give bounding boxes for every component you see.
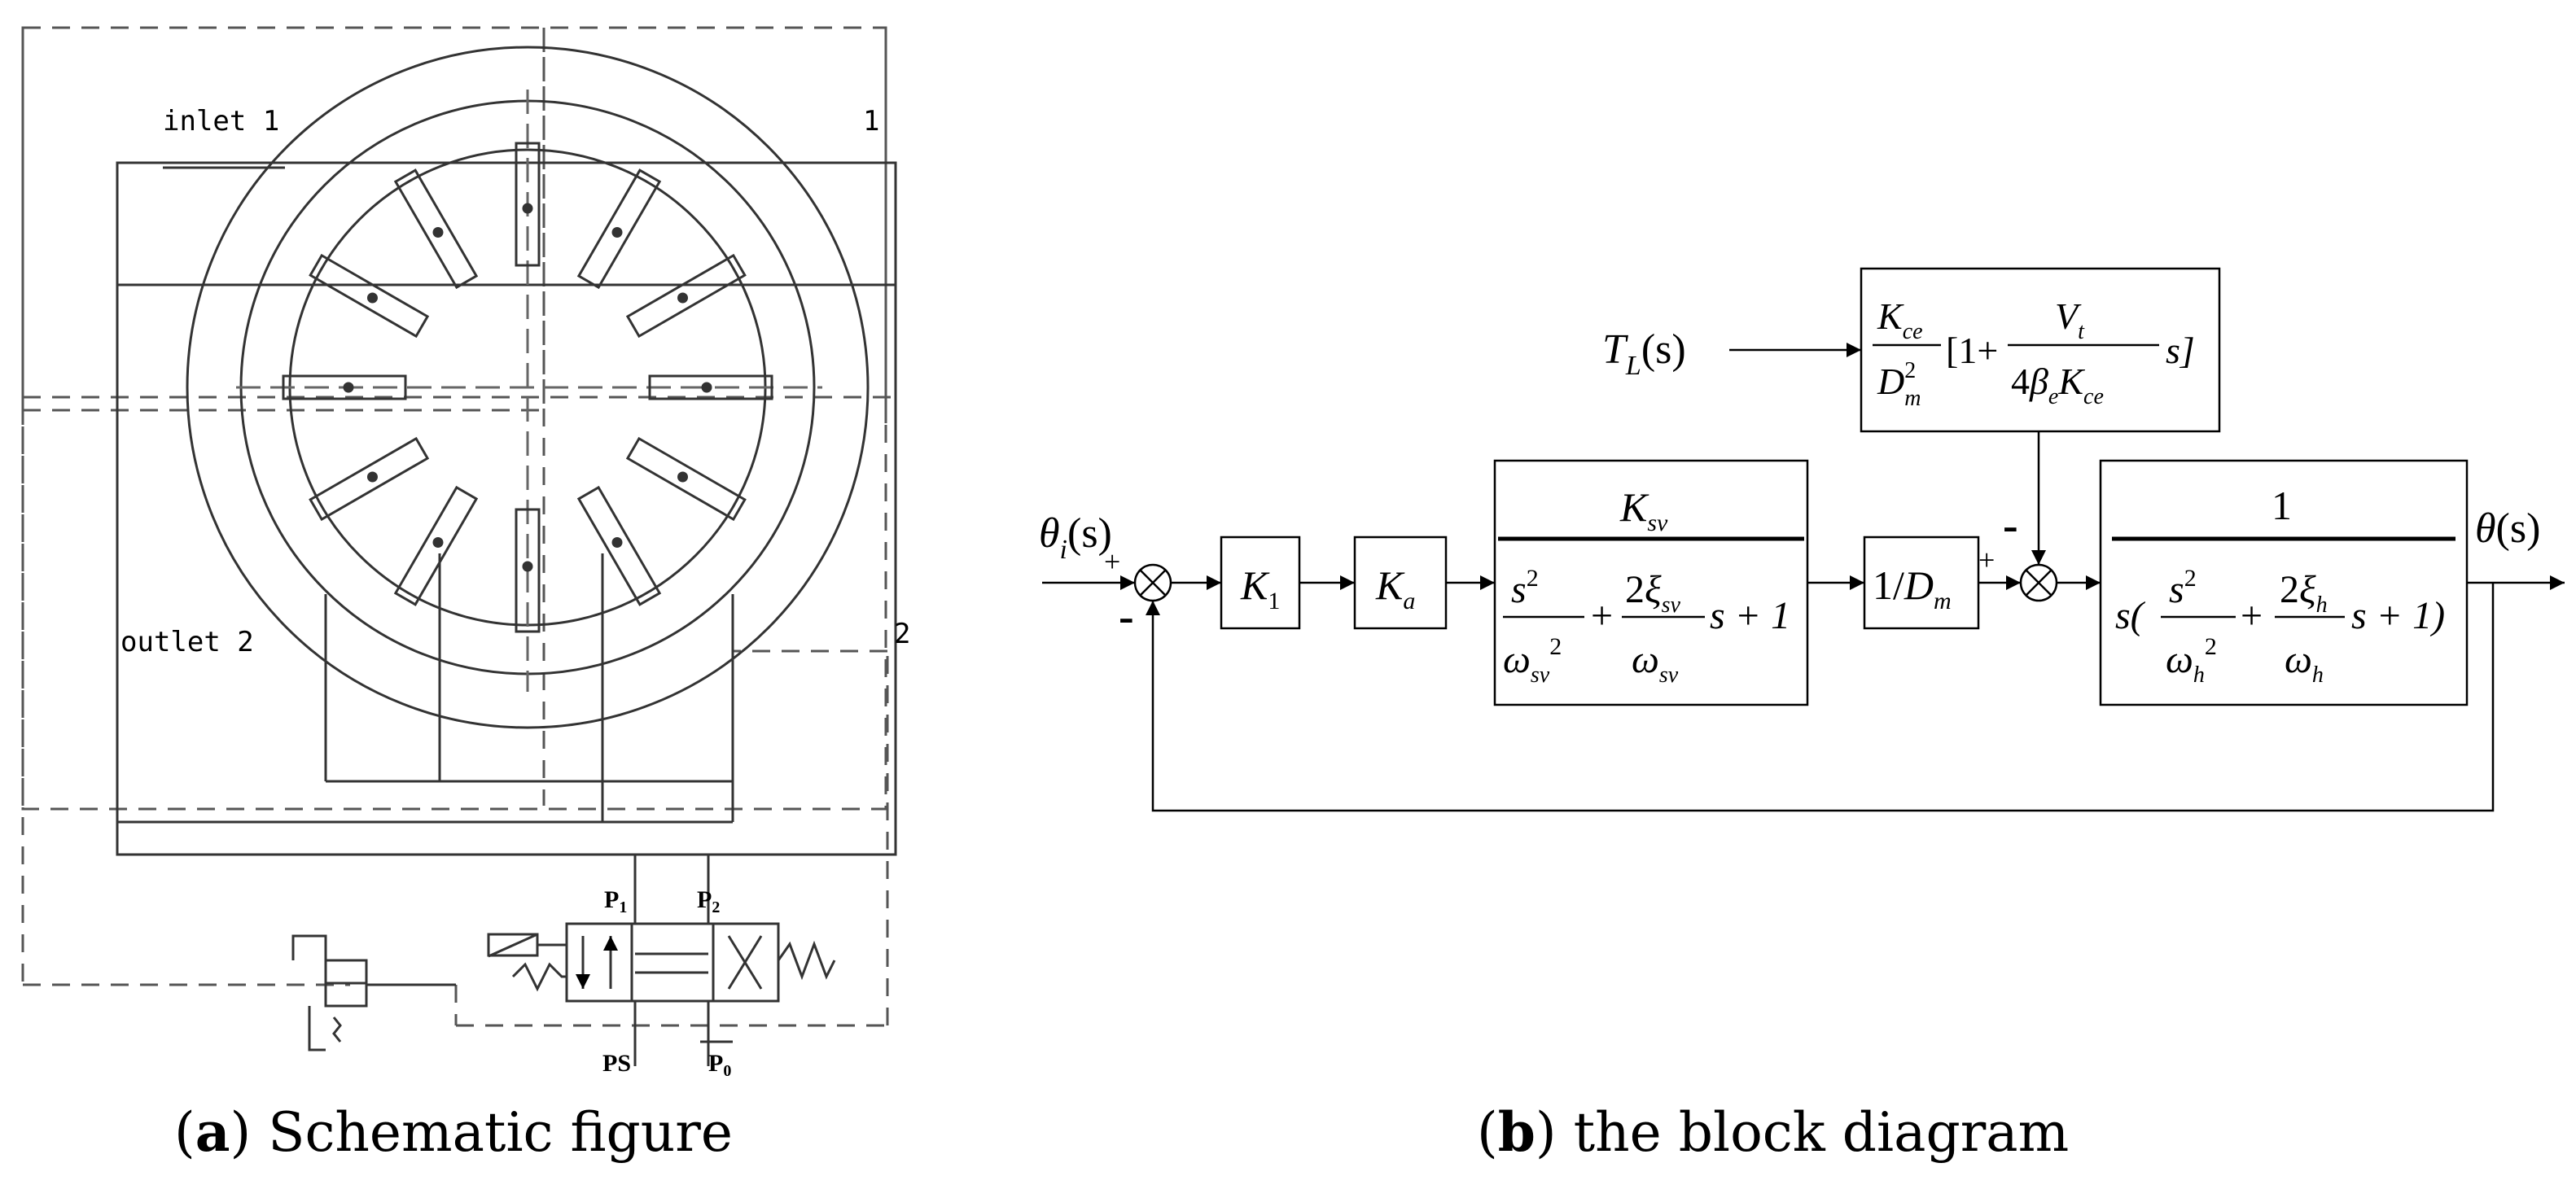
motor-vane: [576, 485, 662, 606]
svg-text:[1+: [1+: [1946, 330, 1998, 371]
dashed-pilot-lines: [21, 26, 896, 1027]
inv-dm-label: 1/Dm: [1873, 562, 1952, 614]
vane-dot: [522, 561, 533, 572]
vane-dot: [343, 382, 354, 393]
sum1-plus-sign: +: [1104, 545, 1120, 578]
vane-dot: [366, 471, 378, 483]
svg-text:+: +: [1591, 594, 1613, 637]
vane-dot: [611, 226, 623, 238]
disturbance-label: TL(s): [1602, 326, 1686, 381]
svg-text:Kce: Kce: [1877, 295, 1923, 344]
svg-text:ωh2: ωh2: [2166, 633, 2217, 688]
servo-numerator: Ksv: [1619, 484, 1668, 536]
vane-dot: [677, 292, 689, 304]
outlet-label: outlet 2: [120, 626, 254, 658]
caption-a-text: Schematic figure: [268, 1101, 733, 1164]
caption-b: (b) the block diagram: [1477, 1100, 2070, 1164]
svg-text:s2: s2: [2169, 565, 2197, 611]
svg-text:s + 1): s + 1): [2351, 594, 2445, 637]
motor-vane: [309, 436, 430, 522]
k1-gain-label: K1: [1240, 562, 1280, 614]
motor-vanes: [282, 142, 773, 633]
output-label: θ(s): [2475, 505, 2540, 552]
motor-vane: [393, 485, 479, 606]
svg-text:D2m: D2m: [1877, 358, 1921, 411]
inlet-right-label: 1: [863, 105, 879, 138]
svg-text:ωh: ωh: [2285, 638, 2324, 688]
vane-dot: [677, 471, 689, 483]
feedback-path: [1146, 583, 2495, 812]
sum2-plus-sign: +: [1978, 544, 1995, 576]
vane-dot: [432, 537, 444, 549]
vane-dot: [611, 537, 623, 549]
plant-denominator: s( s2 ωh2 + 2ξh ωh s + 1): [2115, 565, 2445, 688]
caption-a: (a) Schematic figure: [174, 1100, 733, 1164]
svg-text:2ξsv: 2ξsv: [1625, 568, 1680, 618]
port-p1-label: P1: [604, 886, 627, 916]
outlet-right-label: 2: [894, 618, 910, 650]
motor-vane: [648, 374, 773, 400]
svg-text:s]: s]: [2166, 330, 2195, 371]
schematic-panel: [21, 26, 897, 1066]
svg-text:4βeKce: 4βeKce: [2011, 361, 2104, 409]
motor-vane: [515, 508, 541, 633]
port-p2-label: P2: [697, 886, 720, 916]
input-label: θi(s): [1039, 510, 1112, 565]
plant-numerator: 1: [2272, 483, 2292, 528]
port-p0-label: P0: [708, 1050, 731, 1080]
port-ps-label: PS: [602, 1050, 631, 1077]
svg-text:s + 1: s + 1: [1710, 594, 1790, 637]
motor-vane: [515, 142, 541, 267]
vane-dot: [366, 292, 378, 304]
servo-valve: [487, 922, 836, 1003]
svg-text:s(: s(: [2115, 594, 2146, 637]
motor-vane: [282, 374, 407, 400]
vane-dot: [522, 203, 533, 214]
vane-dot: [432, 226, 444, 238]
vane-motor: [186, 46, 870, 729]
motor-vane: [309, 253, 430, 339]
caption-b-text: the block diagram: [1573, 1101, 2070, 1164]
svg-text:s2: s2: [1511, 565, 1539, 611]
motor-vane: [625, 436, 747, 522]
relief-valve: [291, 934, 456, 1052]
servo-denominator: s2 ωsv2 + 2ξsv ωsv s + 1: [1503, 565, 1790, 688]
svg-text:+: +: [2241, 594, 2263, 637]
svg-text:ωsv: ωsv: [1632, 638, 1679, 688]
motor-vane: [576, 168, 662, 290]
caption-b-letter: b: [1497, 1100, 1536, 1164]
manifold-lines: [116, 161, 897, 1066]
motor-vane: [393, 168, 479, 290]
sum2-minus-sign: -: [2003, 501, 2018, 551]
inlet-label: inlet 1: [163, 105, 279, 138]
svg-text:ωsv2: ωsv2: [1503, 633, 1562, 688]
svg-text:2ξh: 2ξh: [2280, 568, 2328, 618]
sum1-minus-sign: -: [1119, 592, 1134, 642]
motor-vane: [625, 253, 747, 339]
caption-a-letter: a: [195, 1100, 230, 1164]
vane-dot: [701, 382, 712, 393]
svg-text:Vt: Vt: [2055, 295, 2085, 344]
block-diagram-panel: θi(s) θ(s) TL(s) + - + - K1 Ka Ksv s2 ωs…: [1039, 267, 2565, 812]
ka-gain-label: Ka: [1375, 562, 1415, 614]
